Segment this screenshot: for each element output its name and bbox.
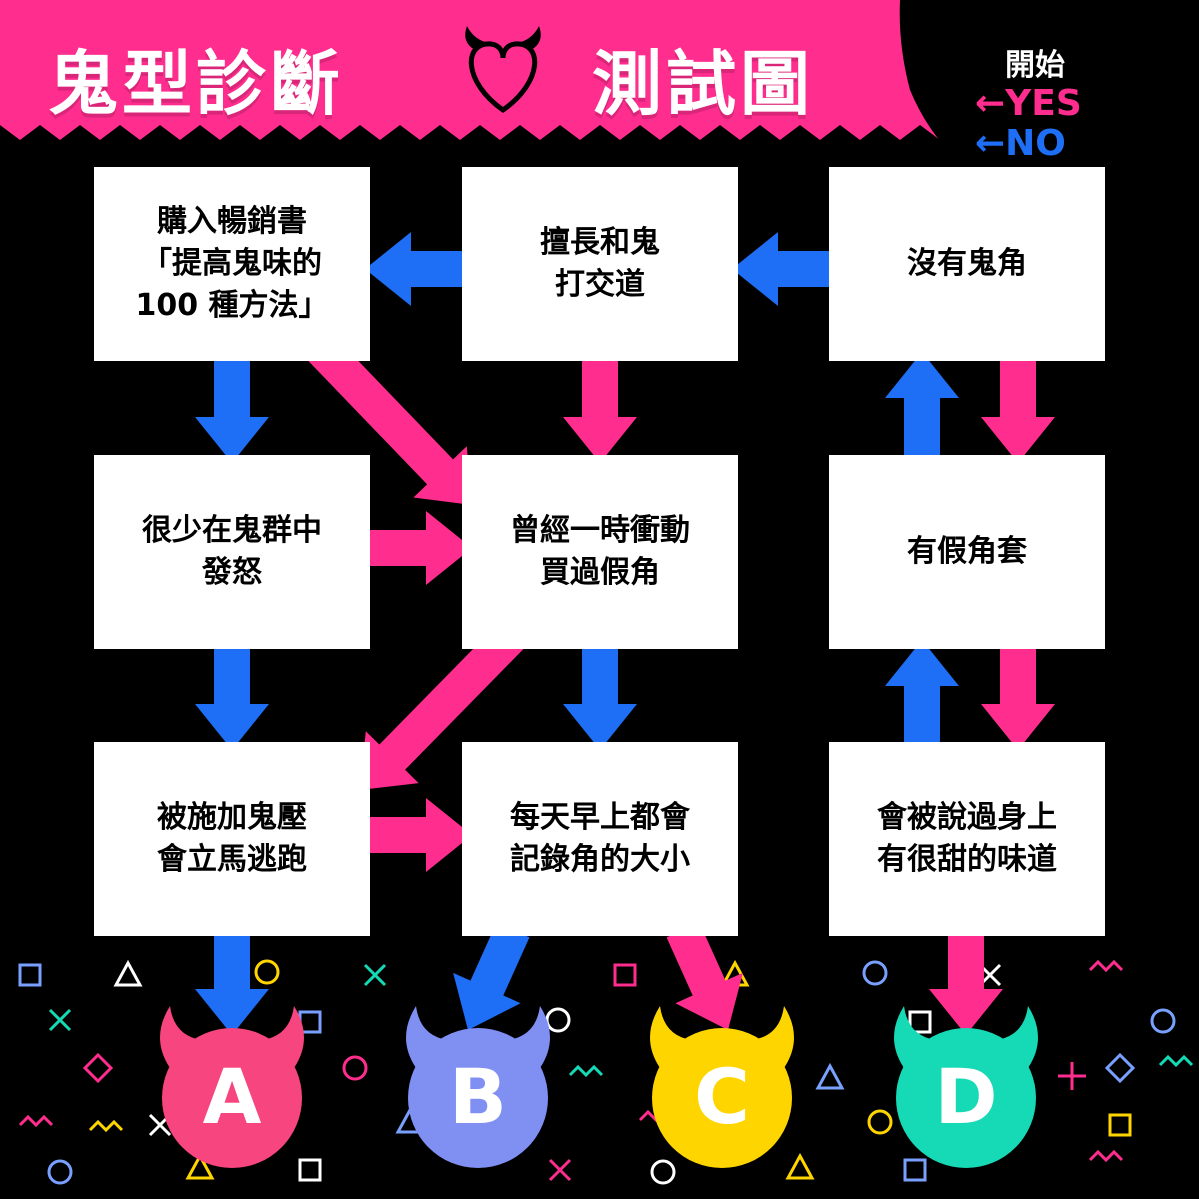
result-d-letter: D: [934, 1052, 998, 1141]
box-line: 被施加鬼壓: [157, 800, 307, 835]
circle-shape: [867, 1109, 893, 1135]
arrow-sweet-smell-to-d: [929, 927, 1003, 1035]
triangle-shape: [785, 1152, 815, 1180]
arrow-no-horns-to-fake-cover: [981, 352, 1055, 463]
square-shape: [903, 1158, 927, 1182]
box-line: 擅長和鬼: [540, 225, 660, 260]
square-shape: [908, 1010, 932, 1034]
zigzag-shape: [1088, 959, 1124, 973]
arrow-bestseller-to-rarely-angry: [195, 352, 269, 463]
box-bought-bestseller: 購入暢銷書 「提高鬼味的 100 種方法」: [94, 167, 370, 361]
result-c-letter: C: [694, 1052, 750, 1141]
arrow-sweet-smell-to-fake-cover: [885, 640, 959, 750]
arrow-measure-to-c: [666, 922, 743, 1030]
legend-yes: ←YES: [975, 83, 1082, 124]
square-shape: [613, 963, 637, 987]
circle-shape: [47, 1159, 73, 1185]
box-line: 100 種方法」: [135, 288, 329, 323]
devil-head-d-icon: [894, 1006, 1038, 1168]
arrow-bestseller-to-impulse: [305, 332, 472, 505]
box-line: 會被說過身上: [877, 800, 1057, 835]
box-line: 發怒: [202, 555, 262, 590]
circle-shape: [1150, 1008, 1176, 1034]
box-line: 購入暢銷書: [156, 204, 307, 239]
arrow-impulse-to-measure: [563, 640, 637, 750]
box-line: 曾經一時衝動: [510, 513, 690, 548]
square-shape: [1108, 1113, 1132, 1137]
devil-head-b-icon: [406, 1006, 550, 1168]
triangle-shape: [113, 959, 143, 987]
box-line: 沒有鬼角: [907, 246, 1027, 281]
arrow-impulse-to-ghost-pressure: [360, 622, 525, 790]
diamond-shape: [1104, 1052, 1136, 1084]
circle-shape: [342, 1055, 368, 1081]
devil-head-c-icon: [650, 1006, 794, 1168]
title-left: 鬼型診斷: [48, 43, 344, 125]
circle-shape: [650, 1159, 676, 1185]
title-right: 測試圖: [592, 43, 814, 125]
box-line: 很少在鬼群中: [142, 513, 322, 548]
result-a-letter: A: [202, 1052, 262, 1141]
box-ghost-pressure: 被施加鬼壓 會立馬逃跑: [94, 742, 370, 936]
arrow-ghost-pressure-to-measure: [362, 798, 472, 872]
cross-shape: [548, 1158, 572, 1182]
plus-shape: [1058, 1062, 1086, 1090]
diamond-shape: [82, 1052, 114, 1084]
decorative-shapes: [18, 959, 1194, 1185]
triangle-shape: [815, 1062, 845, 1090]
box-line: 每天早上都會: [510, 800, 690, 835]
zigzag-shape: [568, 1064, 604, 1078]
triangle-shape: [185, 1152, 215, 1180]
zigzag-shape: [1088, 1149, 1124, 1163]
heart-with-horns-icon: [465, 26, 541, 114]
box-line: 有假角套: [907, 534, 1027, 569]
arrow-ghost-pressure-to-a: [195, 927, 269, 1035]
arrow-measure-to-b: [453, 922, 530, 1030]
box-impulse-bought: 曾經一時衝動 買過假角: [462, 455, 738, 649]
flow-arrows: [195, 232, 1055, 1035]
result-b-letter: B: [449, 1052, 507, 1141]
legend-start-label: 開始: [1005, 48, 1065, 83]
box-fake-horn-cover: 有假角套: [829, 455, 1105, 649]
box-line: 記錄角的大小: [510, 842, 690, 877]
zigzag-shape: [18, 1114, 54, 1128]
box-no-horns: 沒有鬼角: [829, 167, 1105, 361]
legend-no: ←NO: [975, 123, 1066, 164]
arrow-rarely-angry-to-impulse: [362, 511, 472, 585]
arrow-good-with-ghosts-to-impulse: [563, 352, 637, 463]
box-line: 打交道: [555, 267, 645, 302]
box-rarely-angry: 很少在鬼群中 發怒: [94, 455, 370, 649]
box-line: 會立馬逃跑: [157, 842, 307, 877]
box-measure-horns: 每天早上都會 記錄角的大小: [462, 742, 738, 936]
square-shape: [298, 1158, 322, 1182]
circle-shape: [862, 960, 888, 986]
arrow-fake-cover-to-sweet-smell: [981, 640, 1055, 750]
cross-shape: [48, 1008, 72, 1032]
zigzag-shape: [88, 1119, 124, 1133]
result-devil-heads: [160, 1006, 1038, 1168]
arrow-rarely-angry-to-ghost-pressure: [195, 640, 269, 750]
zigzag-shape: [1158, 1054, 1194, 1068]
box-line: 買過假角: [540, 555, 660, 590]
box-good-with-ghosts: 擅長和鬼 打交道: [462, 167, 738, 361]
arrow-good-with-ghosts-to-bestseller: [365, 232, 473, 306]
box-line: 「提高鬼味的: [141, 246, 322, 281]
box-sweet-smell: 會被說過身上 有很甜的味道: [829, 742, 1105, 936]
circle-shape: [254, 959, 280, 985]
devil-head-a-icon: [160, 1006, 304, 1168]
arrow-no-horns-to-good-with-ghosts: [732, 232, 840, 306]
circle-shape: [545, 1007, 571, 1033]
cross-shape: [363, 963, 387, 987]
square-shape: [18, 963, 42, 987]
arrow-fake-cover-to-no-horns: [885, 352, 959, 463]
header-band: [0, 0, 1199, 140]
box-line: 有很甜的味道: [877, 842, 1057, 877]
